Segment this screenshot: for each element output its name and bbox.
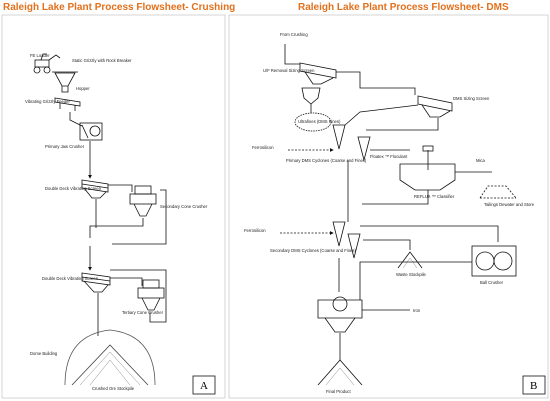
uf-screen-icon [299, 62, 337, 85]
waste-pile-icon [397, 251, 423, 269]
label-from-crushing: From Crushing [280, 32, 308, 37]
flow-line [284, 44, 300, 65]
panel-a [1, 14, 226, 399]
label-fines: Ultrafines (DMS Fines) [298, 119, 341, 124]
flow-line [363, 239, 411, 250]
flow-line [110, 269, 167, 323]
flow-line [108, 184, 133, 192]
tailings-icon [479, 185, 517, 199]
label-uf-removal: U/F Removal Sizing Screen [263, 68, 315, 73]
panel-b-letter: B [530, 380, 537, 392]
tertiary-cone-crusher-icon [137, 279, 165, 311]
label-primary-dms: Primary DMS Cyclones (Coarse and Fines) [286, 158, 367, 163]
double-deck-screen-1-icon [81, 179, 109, 199]
secondary-cyclones-icon [332, 221, 361, 259]
double-deck-screen-2-icon [81, 272, 111, 293]
label-dome-building: Dome Building [30, 351, 58, 356]
secondary-cone-crusher-icon [129, 185, 157, 217]
label-static-grizzly: Static Grizzly with Rock Breaker [72, 58, 132, 63]
panel-b-frame [228, 14, 549, 399]
flow-line [344, 104, 419, 126]
hopper-icon [52, 71, 78, 93]
label-waste: Waste Stockpile [396, 272, 427, 277]
label-double-deck-2: Double Deck Vibrating Screen [42, 276, 99, 281]
panel-b-title: Raleigh Lake Plant Process Flowsheet- DM… [298, 2, 509, 13]
flow-line [360, 225, 499, 242]
final-product-pile-icon [317, 359, 363, 386]
label-fe-loader: FE Loader [30, 53, 50, 58]
label-dms-sizing: DMS Sizing Screen [453, 96, 490, 101]
label-floatex: Floatex ™ Floculant [370, 154, 408, 159]
label-secondary-dms: Secondary DMS Cyclones (Coarse and Fines… [270, 248, 356, 253]
flow-line [366, 118, 439, 131]
label-ferrosilicon-1: Ferrosilicon [252, 145, 274, 150]
flow-line [89, 218, 144, 238]
label-hopper: Hopper [76, 86, 90, 91]
panel-b-letter-box [522, 375, 546, 395]
panel-b [228, 14, 549, 399]
ball-crusher-icon [471, 245, 517, 277]
flow-line [359, 261, 472, 300]
label-reflux: REFLUX ™ Classifier [414, 194, 455, 199]
panel-a-title: Raleigh Lake Plant Process Flowsheet- Cr… [3, 2, 236, 13]
panel-a-letter-box [192, 375, 216, 395]
fe-loader-icon [33, 53, 61, 74]
label-double-deck-1: Double Deck Vibrating Screen [45, 186, 102, 191]
flow-line [69, 112, 83, 127]
label-primary-jaw: Primary Jaw Crusher [45, 144, 85, 149]
panel-a-frame [1, 14, 226, 399]
label-vibrating-grizzly: Vibrating Grizzly Feeder [25, 99, 70, 104]
flow-line [112, 189, 167, 245]
label-ball-crusher: Ball Crusher [480, 280, 504, 285]
primary-cyclones-icon [332, 124, 371, 162]
dome-building-icon [64, 329, 156, 386]
label-tertiary-cone: Tertiary Cone Crusher [122, 310, 164, 315]
flow-line [336, 71, 416, 95]
vibrating-grizzly-icon [54, 97, 81, 111]
flow-line [362, 190, 429, 205]
label-crushed-ore: Crushed Ore Stockpile [92, 386, 135, 391]
reflux-classifier-icon [399, 145, 456, 191]
dms-screen-icon [417, 95, 453, 118]
label-tailings: Tailings Dewater and Store [484, 202, 535, 207]
ultrafines-bin-icon [294, 87, 332, 132]
magnetic-separator-icon [317, 296, 363, 333]
label-iron: Iron [413, 308, 421, 313]
label-secondary-cone: Secondary Cone Crusher [160, 204, 208, 209]
jaw-crusher-icon [79, 122, 103, 141]
label-final-product: Final Product [326, 389, 352, 394]
label-ferrosilicon-2: Ferrosilicon [244, 228, 266, 233]
panel-a-letter: A [200, 380, 208, 392]
flow-line [110, 277, 143, 286]
label-mica: Mica [476, 158, 486, 163]
